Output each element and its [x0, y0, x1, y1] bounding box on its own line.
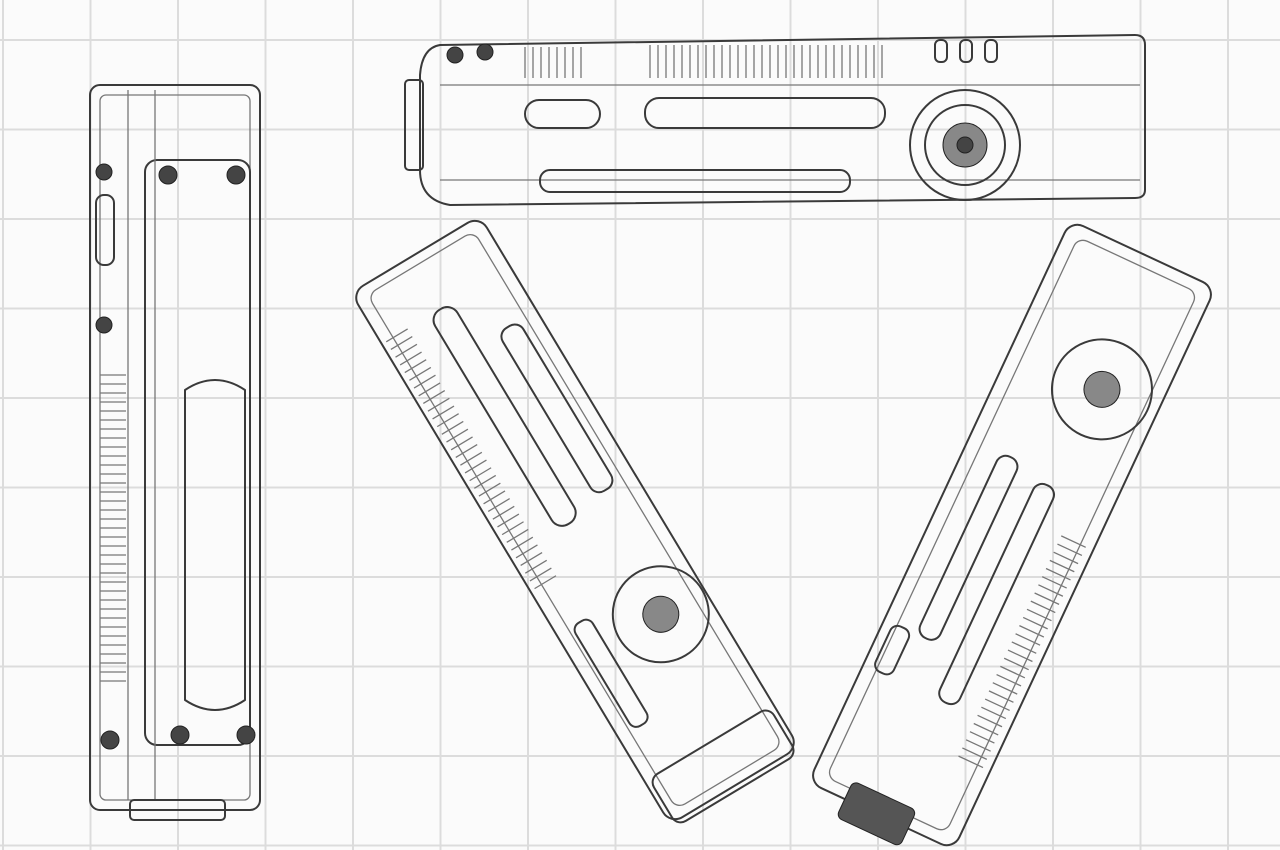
- ridge: [962, 747, 988, 760]
- ridge: [969, 731, 995, 744]
- device-perspective-right: [812, 223, 1212, 847]
- ridge: [422, 390, 446, 405]
- ridge: [501, 521, 524, 536]
- ridge: [992, 682, 1018, 695]
- ridge: [460, 451, 483, 466]
- ridge: [1034, 592, 1060, 605]
- ridge: [515, 544, 538, 559]
- ridge: [1015, 633, 1041, 646]
- ridge: [506, 528, 529, 543]
- ridge: [441, 420, 464, 435]
- ridge: [1049, 559, 1075, 573]
- ridge: [1057, 543, 1083, 557]
- ridge: [1041, 576, 1067, 589]
- ridge: [1011, 641, 1037, 654]
- ridge: [511, 536, 534, 551]
- ridge: [436, 413, 459, 428]
- ridge: [395, 343, 418, 358]
- ridge: [455, 444, 478, 459]
- ridge: [1038, 584, 1064, 597]
- device-front-view: [89, 84, 261, 821]
- ridge: [988, 690, 1014, 703]
- ridge: [487, 498, 510, 513]
- ridge: [427, 397, 450, 412]
- grip-ridges: [100, 374, 126, 682]
- ridge: [385, 328, 409, 343]
- ridge: [399, 351, 422, 366]
- ridge: [996, 673, 1022, 687]
- ridge: [492, 505, 515, 520]
- ridge: [404, 359, 427, 374]
- ridge: [446, 428, 469, 443]
- ridge: [390, 336, 413, 351]
- ridge: [1053, 551, 1079, 565]
- ridge: [450, 436, 473, 451]
- grip-ridges: [524, 45, 883, 78]
- ridge: [1045, 567, 1071, 581]
- ridge: [958, 755, 984, 769]
- ridge: [469, 467, 492, 482]
- ridge: [1000, 665, 1026, 679]
- ridge: [1030, 600, 1056, 614]
- ridge: [534, 575, 557, 590]
- ridge: [977, 714, 1003, 728]
- ridge: [1026, 608, 1052, 622]
- ridge: [497, 513, 520, 528]
- ridge: [965, 739, 991, 752]
- ridge: [413, 374, 436, 389]
- ridge: [483, 490, 506, 505]
- ridge: [524, 559, 548, 574]
- ridge: [1003, 657, 1029, 671]
- ridge: [432, 405, 455, 420]
- ridge: [1022, 616, 1048, 630]
- ridge: [464, 459, 487, 474]
- ridge: [1060, 535, 1086, 548]
- device-side-view: [404, 34, 1146, 206]
- ridge: [973, 722, 999, 736]
- device-perspective-left: [355, 219, 795, 824]
- ridge: [520, 552, 543, 567]
- ridge: [981, 706, 1007, 720]
- ridge: [478, 482, 501, 497]
- ridge: [1007, 649, 1033, 663]
- grip-ridges: [958, 535, 1086, 769]
- ridge: [1019, 625, 1045, 638]
- ridge: [418, 382, 441, 397]
- ridge: [473, 474, 497, 489]
- ridge: [984, 698, 1010, 712]
- grip-ridges: [385, 328, 557, 590]
- ridge: [409, 366, 432, 381]
- ridge: [529, 567, 552, 582]
